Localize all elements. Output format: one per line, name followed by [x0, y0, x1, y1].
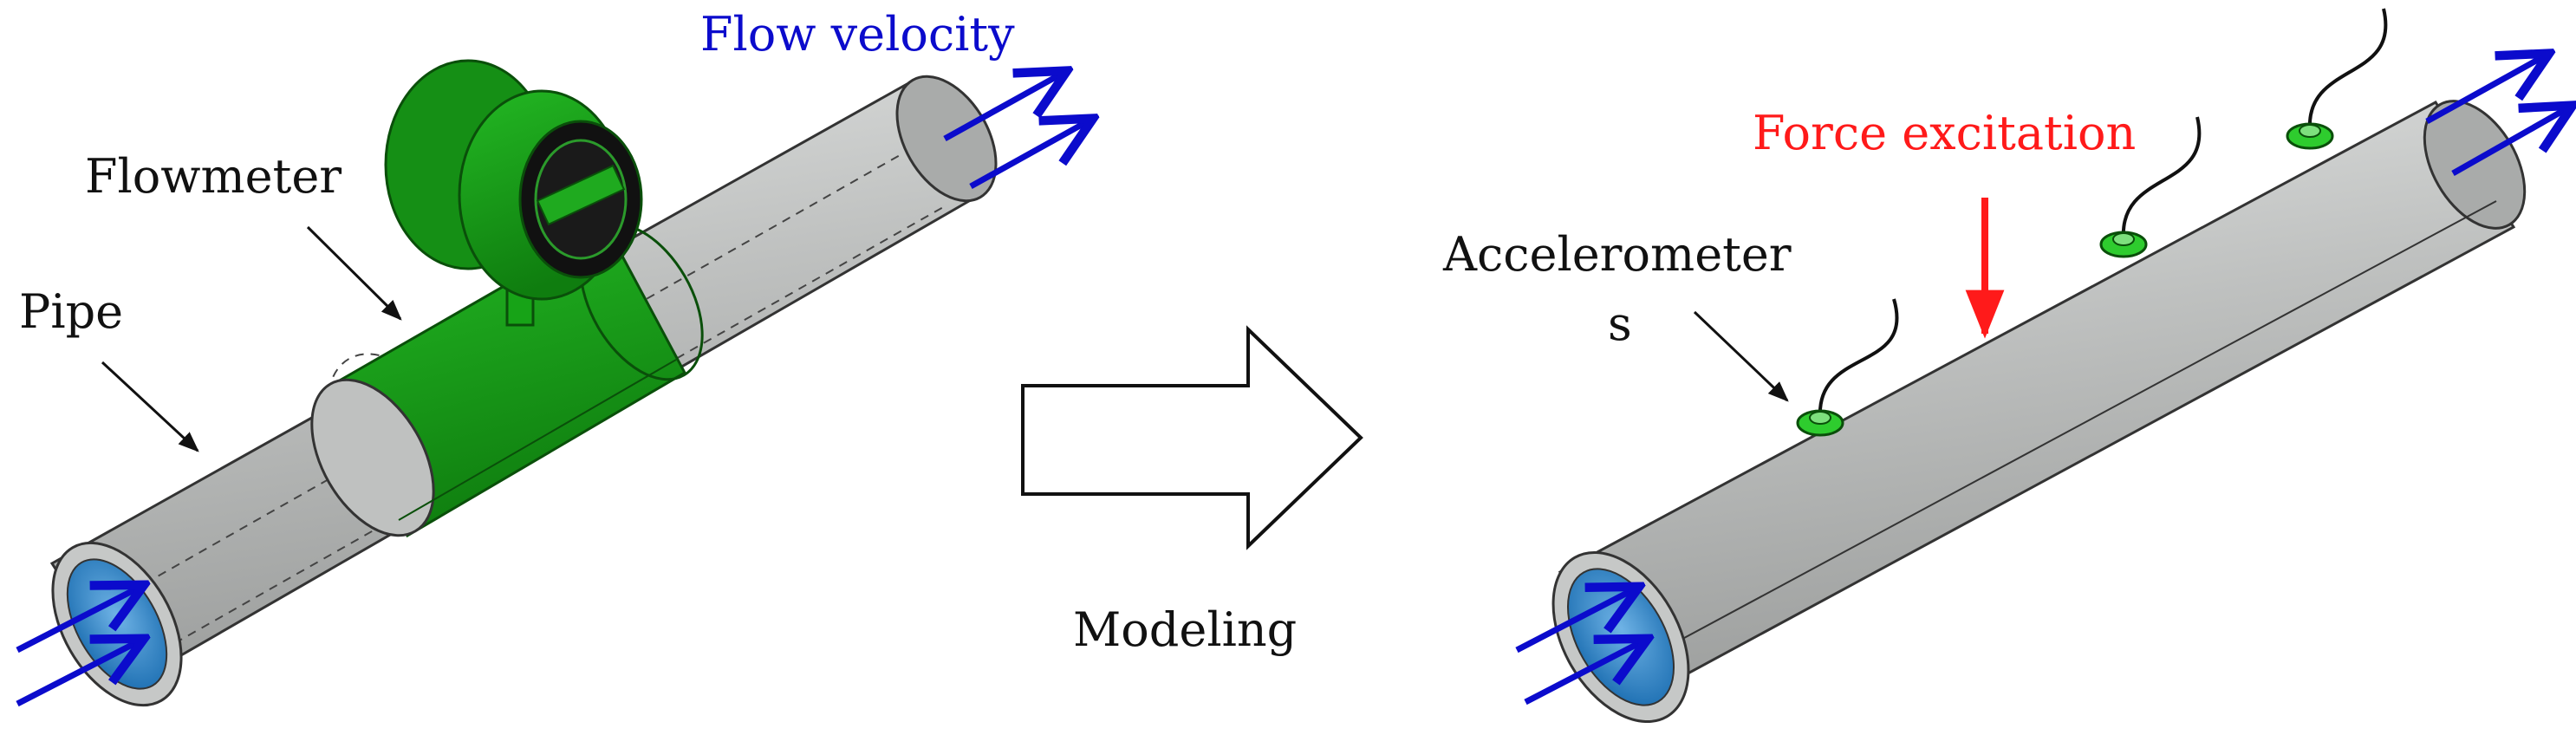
inlet-flow-arrow-2 [16, 641, 139, 707]
flow-velocity-label: Flow velocity [700, 7, 1015, 62]
pipe-label: Pipe [19, 284, 123, 339]
accelerometer-sensor [1796, 298, 1899, 437]
right-pipe [1551, 100, 2527, 724]
right-assembly: Force excitation Accelerometer s [1442, 8, 2567, 724]
right-inlet-flow-arrow-2 [1524, 641, 1643, 706]
accelerometer-leader-arrow [1693, 310, 1789, 402]
modeling-block-arrow [1021, 325, 1363, 550]
modeling-label: Modeling [1073, 602, 1297, 657]
left-assembly: Flow velocity Flowmeter Pipe [16, 7, 1088, 707]
accelerometer-label-line2: s [1608, 296, 1632, 351]
right-outlet-flow-arrow-1 [2425, 56, 2544, 125]
force-excitation-label: Force excitation [1753, 106, 2136, 160]
outlet-flow-arrow-2 [969, 121, 1088, 190]
accelerometer-label-line1: Accelerometer [1442, 227, 1792, 282]
flowmeter-body [310, 59, 704, 538]
inlet-flow-arrow-1 [16, 588, 139, 654]
outlet-flow-arrow-1 [943, 74, 1062, 142]
flowmeter-leader-arrow [306, 225, 402, 321]
accelerometer-sensor [2099, 116, 2202, 258]
flowmeter-label: Flowmeter [85, 149, 342, 204]
accelerometer-sensor [2286, 8, 2388, 150]
pipe-leader-arrow [101, 361, 199, 452]
modeling-transition: Modeling [1021, 325, 1363, 657]
right-inlet-flow-arrow-1 [1515, 589, 1634, 654]
right-outlet-flow-arrow-2 [2451, 108, 2567, 177]
